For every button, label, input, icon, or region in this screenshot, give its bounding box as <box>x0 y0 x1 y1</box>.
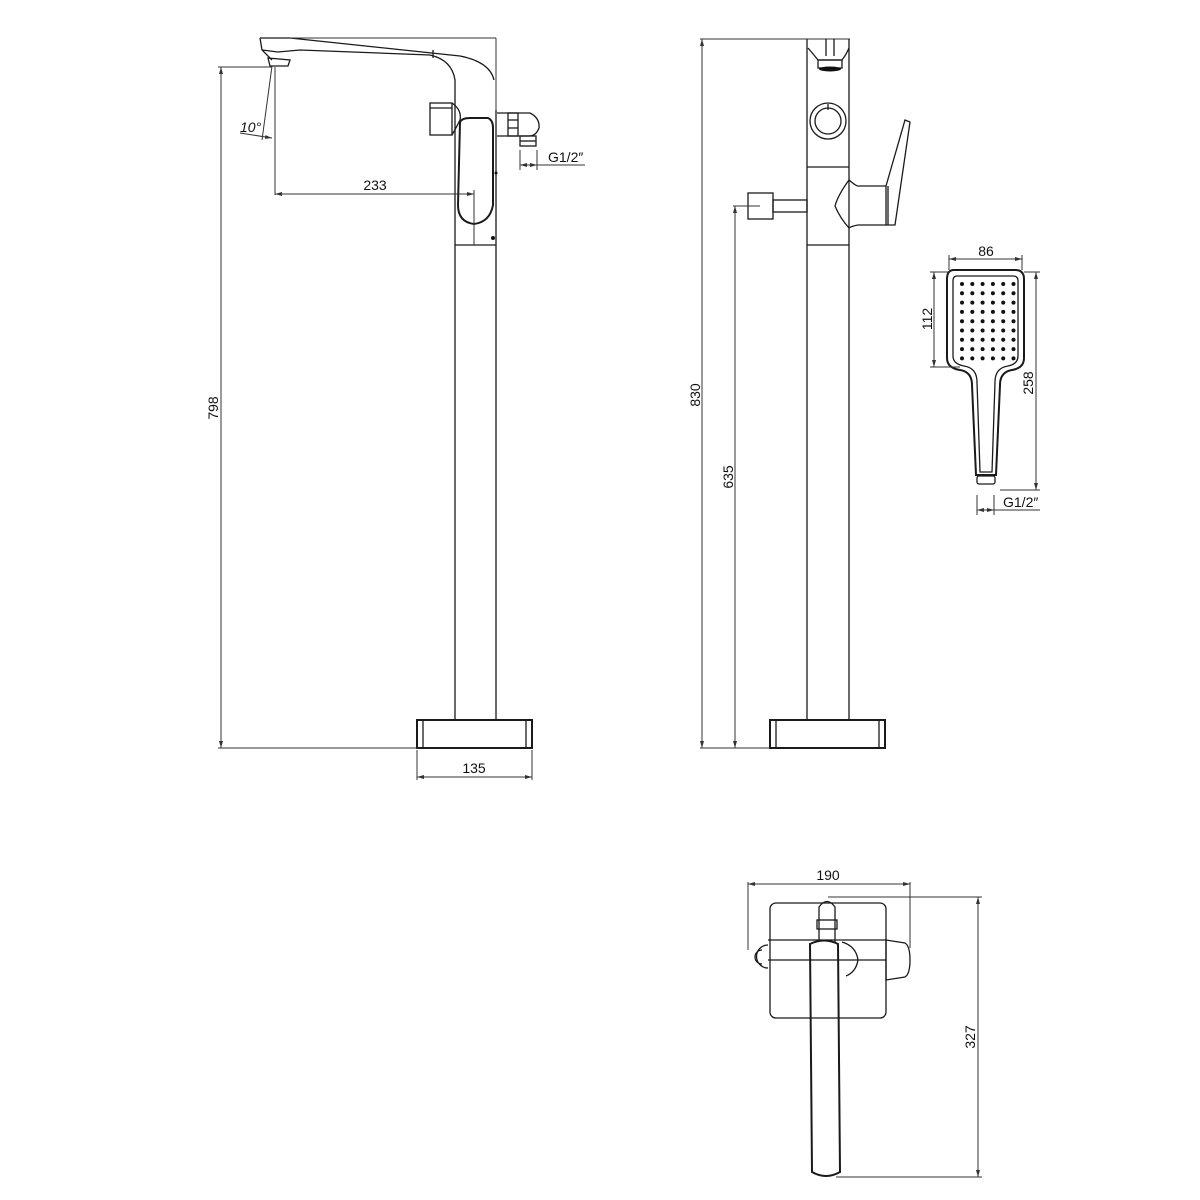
spout-angle-label: 10° <box>240 119 262 135</box>
nozzle-dot <box>1001 328 1006 333</box>
nozzle-dot <box>1011 347 1016 352</box>
width-190-label: 190 <box>816 867 840 883</box>
nozzle-dot <box>980 319 985 324</box>
nozzle-dot <box>990 291 995 296</box>
nozzle-dot <box>980 309 985 314</box>
nozzle-dot <box>970 356 975 361</box>
nozzle-dot <box>970 300 975 305</box>
front-view: 798 10° 233 G1/2″ 135 <box>205 37 585 780</box>
nozzle-dot <box>1011 337 1016 342</box>
nozzle-dot <box>960 356 964 361</box>
mixer-base <box>416 719 533 749</box>
depth-327-label: 327 <box>962 1025 978 1049</box>
side-base <box>769 719 886 749</box>
mixer-body <box>429 102 540 720</box>
nozzle-dot <box>990 328 995 333</box>
nozzle-dot <box>1001 319 1006 324</box>
nozzle-dot <box>1001 347 1006 352</box>
height-830-label: 830 <box>687 383 703 407</box>
lever-handle <box>834 119 911 229</box>
nozzle-dot <box>990 282 995 286</box>
nozzle-dot <box>970 319 975 324</box>
nozzle-dot <box>980 328 985 333</box>
nozzle-dot <box>990 309 995 314</box>
nozzle-dot <box>970 337 975 342</box>
nozzle-dot <box>980 356 985 361</box>
front-thread-label: G1/2″ <box>548 149 583 165</box>
shower-thread-label: G1/2″ <box>1003 494 1038 510</box>
nozzle-dot <box>970 291 975 296</box>
spout <box>259 37 495 105</box>
nozzle-dot <box>970 328 975 333</box>
nozzle-dot <box>980 282 985 286</box>
nozzle-dot <box>980 300 985 305</box>
diverter-knob <box>809 102 847 140</box>
base-135-label: 135 <box>462 760 486 776</box>
nozzle-dot <box>1011 309 1016 314</box>
top-view: 190 327 <box>747 867 982 1178</box>
nozzle-dot <box>970 282 975 286</box>
height-635-label: 635 <box>720 465 736 489</box>
nozzle-dot <box>1001 291 1006 296</box>
spout-head <box>806 39 850 720</box>
nozzle-dot <box>960 347 964 352</box>
nozzle-dot <box>1001 356 1006 361</box>
nozzle-grid <box>960 282 1016 361</box>
nozzle-dot <box>990 347 995 352</box>
nozzle-dot <box>1001 300 1006 305</box>
nozzle-dot <box>1011 328 1016 333</box>
shower-holder <box>755 944 769 969</box>
nozzle-dot <box>960 282 964 286</box>
nozzle-dot <box>970 309 975 314</box>
nozzle-dot <box>970 347 975 352</box>
head-width-86-label: 86 <box>978 243 994 259</box>
hand-shower: 86 112 258 G1/2″ <box>919 243 1040 515</box>
nozzle-dot <box>960 300 964 305</box>
nozzle-dot <box>1011 300 1016 305</box>
nozzle-dot <box>980 291 985 296</box>
lever-handle-top <box>808 939 842 1177</box>
nozzle-dot <box>980 337 985 342</box>
length-258-label: 258 <box>1020 371 1036 395</box>
nozzle-dot <box>960 319 964 324</box>
nozzle-dot <box>1011 291 1016 296</box>
nozzle-dot <box>980 347 985 352</box>
nozzle-dot <box>990 337 995 342</box>
reach-233-label: 233 <box>363 177 387 193</box>
nozzle-dot <box>1001 309 1006 314</box>
nozzle-dot <box>960 328 964 333</box>
nozzle-dot <box>960 337 964 342</box>
nozzle-dot <box>1001 282 1006 286</box>
head-height-112-label: 112 <box>919 308 935 331</box>
height-798-label: 798 <box>205 396 221 420</box>
nozzle-dot <box>1011 319 1016 324</box>
side-view: 830 635 <box>687 38 911 749</box>
nozzle-dot <box>1011 356 1016 361</box>
nozzle-dot <box>960 309 964 314</box>
nozzle-dot <box>1001 337 1006 342</box>
nozzle-dot <box>990 356 995 361</box>
nozzle-dot <box>960 291 964 296</box>
nozzle-dot <box>1011 282 1016 286</box>
nozzle-dot <box>990 300 995 305</box>
nozzle-dot <box>990 319 995 324</box>
